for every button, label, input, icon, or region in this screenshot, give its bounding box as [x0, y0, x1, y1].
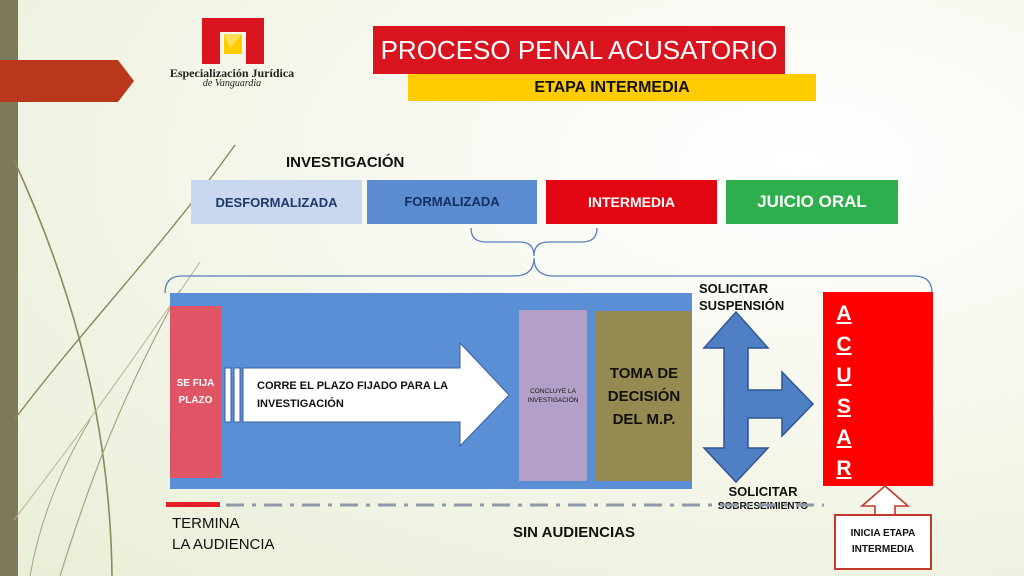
decision-arrows-icon	[702, 310, 815, 484]
page-title: PROCESO PENAL ACUSATORIO	[373, 26, 785, 74]
termina-line-1: TERMINA	[172, 515, 240, 532]
audiencia-line-marker	[166, 502, 220, 507]
solicitar-label: SOLICITAR	[728, 484, 798, 499]
timeline-dashed-line	[226, 503, 824, 507]
up-arrow-icon	[859, 484, 911, 516]
concluye-investigacion-box: CONCLUYE LA INVESTIGACIÓN	[519, 310, 587, 481]
acusar-letter: C	[836, 333, 852, 356]
sin-audiencias-label: SIN AUDIENCIAS	[513, 524, 635, 541]
termina-audiencia-label: TERMINA LA AUDIENCIA	[172, 513, 275, 555]
stage-formalizada: FORMALIZADA	[367, 180, 537, 224]
logo-line-2: de Vanguardia	[202, 78, 262, 89]
acusar-letter: S	[836, 395, 851, 418]
stage-juicio-oral: JUICIO ORAL	[726, 180, 898, 224]
stage-desformalizada: DESFORMALIZADA	[191, 180, 362, 224]
page-subtitle: ETAPA INTERMEDIA	[408, 74, 816, 101]
decorative-arrow-tab	[0, 60, 134, 102]
acusar-letter: A	[836, 302, 852, 325]
investigacion-label: INVESTIGACIÓN	[286, 154, 405, 171]
inicia-etapa-intermedia-box: INICIA ETAPA INTERMEDIA	[834, 514, 932, 570]
logo-line-1: Especialización Jurídica	[169, 66, 295, 80]
left-decorative-bar	[0, 0, 18, 576]
toma-decision-box: TOMA DE DECISIÓN DEL M.P.	[596, 311, 692, 481]
acusar-letter: R	[836, 457, 852, 480]
acusar-box	[823, 292, 933, 486]
solicitar-suspension-label: SOLICITAR SUSPENSIÓN	[699, 281, 785, 313]
logo-icon	[202, 18, 264, 64]
stage-intermedia: INTERMEDIA	[546, 180, 717, 224]
logo-text: Especialización Jurídica de Vanguardia	[168, 67, 296, 89]
acusar-letter: A	[836, 426, 852, 449]
acusar-letter: U	[836, 364, 852, 387]
se-fija-plazo-box: SE FIJA PLAZO	[170, 306, 221, 478]
plazo-text: CORRE EL PLAZO FIJADO PARA LA INVESTIGAC…	[257, 380, 448, 410]
plazo-arrow-icon	[224, 341, 510, 448]
termina-line-2: LA AUDIENCIA	[172, 536, 275, 553]
